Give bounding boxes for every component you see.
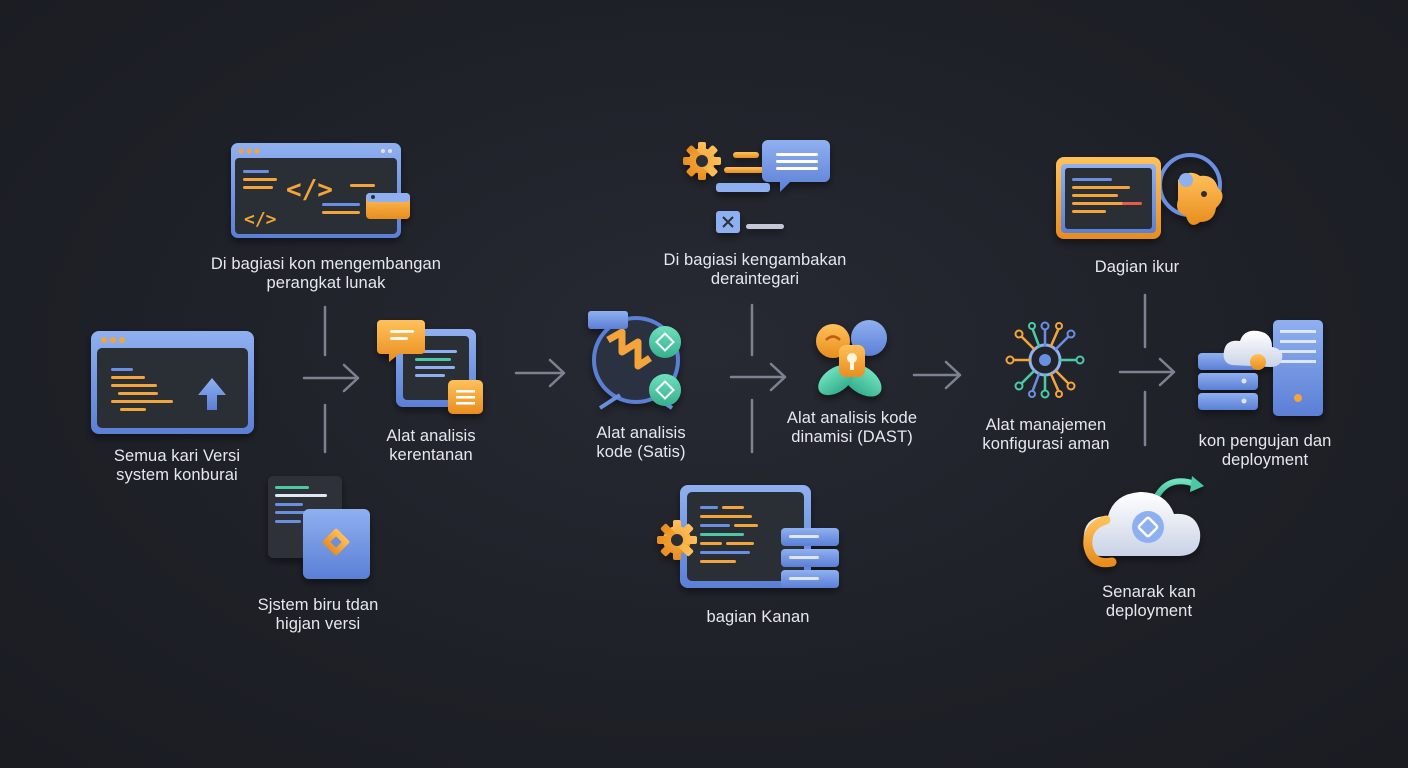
arrow-right-icon (1118, 357, 1176, 387)
code-window-icon: </> </> (231, 143, 410, 238)
gear-chat-icon (683, 140, 830, 233)
version-docs-icon (268, 476, 370, 579)
svg-text:</>: </> (244, 209, 277, 230)
label-test-deploy: kon pengujan dan deployment (1198, 432, 1332, 469)
arrow-right-icon (302, 363, 360, 393)
label-config-tools: Alat manajemen konfigurasi aman (982, 416, 1110, 453)
document-notes-icon (377, 320, 483, 414)
connectors (302, 293, 1176, 454)
label-measure-section: Dagian ikur (1094, 258, 1180, 276)
label-right-section: bagian Kanan (706, 608, 810, 626)
cloud-sync-icon (1083, 476, 1204, 568)
upload-window-icon (91, 331, 254, 434)
label-vuln-tools: Alat analisis kerentanan (386, 427, 476, 464)
label-version-control: Semua kari Versi system konburai (113, 447, 241, 484)
lock-network-icon (816, 320, 887, 397)
label-deploy-spread: Senarak kan deployment (1102, 583, 1196, 620)
analysis-gauge-icon (588, 311, 681, 410)
arrow-right-icon (514, 358, 566, 388)
arrow-right-icon (729, 362, 787, 392)
svg-text:</>: </> (286, 175, 333, 205)
dashboard-monitor-icon (1056, 153, 1223, 239)
label-version-system: Sjstem biru tdan higjan versi (257, 596, 379, 633)
label-integration-section: Di bagiasi kengambakan deraintegari (663, 251, 847, 288)
code-server-icon (657, 485, 839, 588)
arrow-right-icon (912, 360, 962, 390)
label-dast: Alat analisis kode dinamisi (DAST) (786, 409, 918, 446)
cloud-server-icon (1198, 320, 1323, 416)
label-sast: Alat analisis kode (Satis) (596, 424, 686, 461)
label-dev-section: Di bagiasi kon mengembangan perangkat lu… (210, 255, 442, 292)
circuit-hub-icon (1005, 321, 1085, 399)
